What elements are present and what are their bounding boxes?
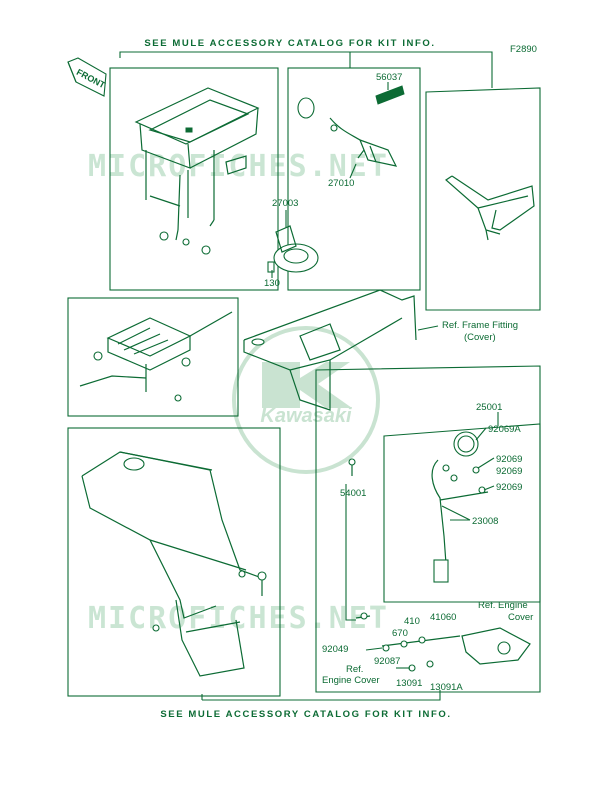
label-13091: 13091 [396,678,422,689]
bracket-bottom [201,690,441,701]
label-23008: 23008 [472,516,498,527]
horn-switch-kit [267,85,405,273]
watermark-bottom: MICROFICHES.NET [88,601,389,636]
mudguard [81,451,267,677]
header-bottom-text: SEE MULE ACCESSORY CATALOG FOR KIT INFO. [160,709,451,720]
label-670: 670 [392,628,408,639]
frame-cover [243,289,439,411]
label-41060: 41060 [430,612,456,623]
box-mudguard [67,427,281,697]
box-guard [425,87,541,311]
cargo-basket [134,87,260,255]
box-meter-subkit [383,423,541,603]
header-top-text: SEE MULE ACCESSORY CATALOG FOR KIT INFO. [144,38,435,49]
label-13091A: 13091A [430,682,463,693]
watermark-top: MICROFICHES.NET [88,149,389,184]
label-92069-3: 92069 [496,482,522,493]
front-arrow-icon: FRONT [67,57,107,97]
label-92069-2: 92069 [496,466,522,477]
box-horn-switch [287,67,421,291]
label-92069-1: 92069 [496,454,522,465]
rear-bumper [79,311,233,402]
label-ref-engine-r2: Cover [508,612,533,623]
front-guard [445,175,535,241]
bracket-top [119,51,493,88]
label-ref-frame-2: (Cover) [464,332,496,343]
label-ref-engine-l1: Ref. [346,664,363,675]
label-130: 130 [264,278,280,289]
box-bumper [67,297,239,417]
label-92069A: 92069A [488,424,521,435]
meter-harness [345,431,531,672]
label-27003: 27003 [272,198,298,209]
box-meter-kit [315,365,541,693]
label-25001: 25001 [476,402,502,413]
box-cargo-basket [109,67,279,291]
logo-text: Kawasaki [260,405,352,427]
label-27010: 27010 [328,178,354,189]
label-92049: 92049 [322,644,348,655]
label-ref-engine-l2: Engine Cover [322,675,380,686]
figure-code: F2890 [510,44,537,55]
label-410: 410 [404,616,420,627]
label-56037: 56037 [376,72,402,83]
label-ref-frame-1: Ref. Frame Fitting [442,320,518,331]
label-92087: 92087 [374,656,400,667]
label-ref-engine-r1: Ref. Engine [478,600,528,611]
label-54001: 54001 [340,488,366,499]
